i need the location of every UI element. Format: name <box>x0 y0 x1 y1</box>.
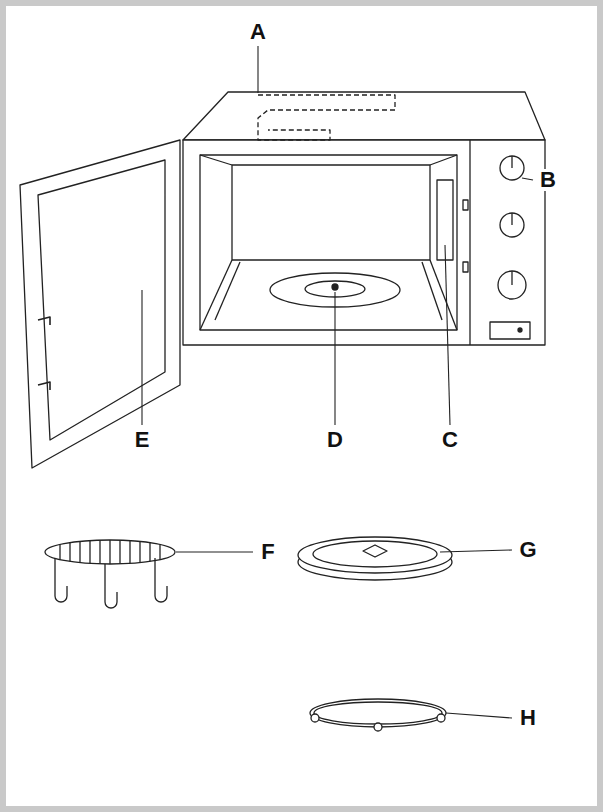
rack-bar <box>159 544 160 559</box>
callout-letter: E <box>133 429 152 451</box>
callout-letter: C <box>440 429 460 451</box>
rack-bar <box>79 541 80 562</box>
rack-bar <box>129 541 130 564</box>
callout-letter: A <box>248 21 268 43</box>
callout-letter: H <box>518 707 538 729</box>
rack-bar <box>139 541 140 562</box>
rack-bar <box>89 541 90 564</box>
rack-bar <box>119 540 120 564</box>
callout-letter: D <box>325 429 345 451</box>
rack-bar <box>59 544 60 559</box>
callout-letter: G <box>517 539 538 561</box>
rack-bar <box>69 543 70 562</box>
callout-letter: B <box>538 169 558 191</box>
rack-bar <box>149 543 150 562</box>
rack-bar <box>99 540 100 564</box>
rack-bar <box>109 540 110 564</box>
callout-letter: F <box>259 541 276 563</box>
